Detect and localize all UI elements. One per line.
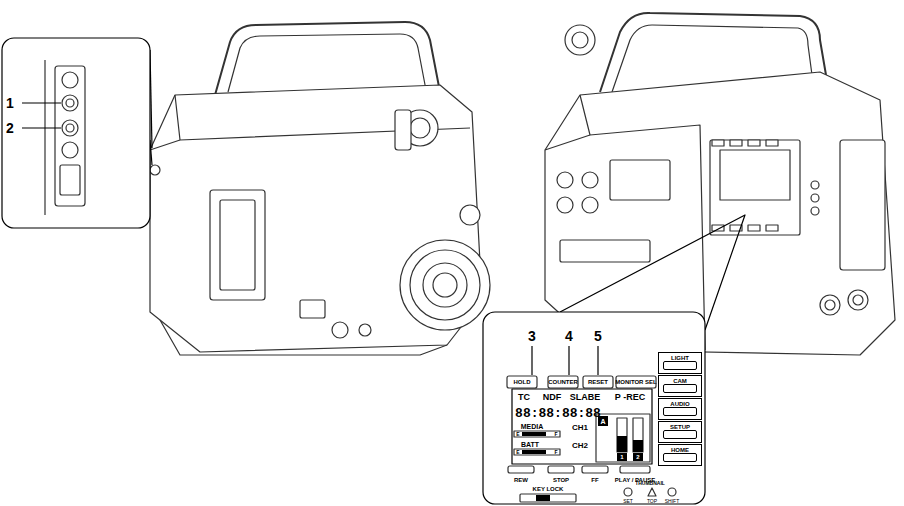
gauge-mark: F [554,450,557,455]
gauge-mark: F [554,432,557,437]
display-indicator: SLABE [570,393,601,402]
button-label: THUMBNAIL [635,481,665,486]
button-frame: HOME [658,444,702,466]
channel-label: CH1 [572,424,588,432]
display-indicator: TC [518,393,530,402]
gauge-mark: E [516,450,519,455]
button-label: FF [591,477,598,483]
button-label: RESET [588,379,608,385]
button-frame: LIGHT [658,352,702,374]
switch-label: KEY LOCK [533,486,564,492]
button-frame: SETUP [658,421,702,443]
gauge-mark: E [516,432,519,437]
button-label: CAM [659,376,701,384]
push-button [663,430,697,439]
button-label: STOP [553,477,569,483]
button-label: TOP [647,499,657,504]
button-label: AUDIO [659,399,701,407]
button-label: COUNTER [548,379,578,385]
callout-number: 1 [6,96,14,110]
counter-digits: 88:88:88:88 [515,407,601,420]
callout-number: 3 [528,329,536,343]
display-indicator: MEDIA [521,423,544,430]
button-label: REW [514,477,528,483]
meter-label: 1 [620,454,623,460]
push-button [663,384,697,393]
display-indicator: P -REC [615,393,645,402]
display-indicator: BATT [521,441,539,448]
callout-number: 2 [6,121,14,135]
callout-number: 5 [594,329,602,343]
button-frame: AUDIO [658,398,702,420]
button-label: SETUP [659,422,701,430]
meter-label: 2 [636,454,639,460]
button-frame: CAM [658,375,702,397]
button-label: HOME [659,445,701,453]
push-button [663,453,697,462]
callout-number: 4 [565,329,573,343]
display-indicator: NDF [543,393,562,402]
push-button [663,407,697,416]
push-button [663,361,697,370]
button-label: SET [623,499,633,504]
channel-label: CH2 [572,442,588,450]
button-label: LIGHT [659,353,701,361]
button-label: MONITOR SEL [615,379,657,385]
button-label: SHIFT [665,499,679,504]
meter-label: A [600,418,605,425]
button-label: HOLD [514,379,531,385]
